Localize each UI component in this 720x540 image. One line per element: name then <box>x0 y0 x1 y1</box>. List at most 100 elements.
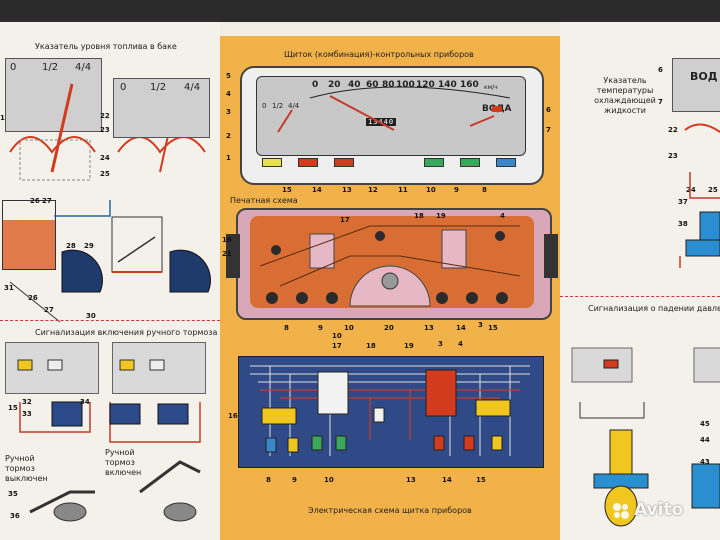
pcb-num-20: 20 <box>384 324 394 332</box>
pcb-num-18: 18 <box>414 212 424 220</box>
temp-num-24: 24 <box>686 186 696 194</box>
speedometer-face <box>256 76 526 156</box>
left-panel: Указатель уровня топлива в баке 0 1/2 4/… <box>0 22 220 540</box>
cl-num-2: 2 <box>226 132 231 140</box>
speedo-140: 140 <box>438 80 457 90</box>
wiring-lines <box>250 365 530 456</box>
wire-num-3: 3 <box>438 340 443 348</box>
wire-num-10b: 10 <box>324 476 334 484</box>
pcb-num-3: 3 <box>478 321 483 329</box>
cluster-needles <box>277 86 511 133</box>
temp-label: ВОД <box>690 70 718 83</box>
pressure-signal-title: Сигнализация о падении давлен <box>588 304 720 313</box>
fuel-num-24: 24 <box>100 154 110 162</box>
indicator-lamp-red-1 <box>298 158 318 167</box>
wire-num-4: 4 <box>458 340 463 348</box>
fuel-scale-full: 4/4 <box>75 62 92 73</box>
wire-num-19: 19 <box>404 342 414 350</box>
wire-num-13b: 13 <box>406 476 416 484</box>
cl-num-8: 8 <box>482 186 487 194</box>
cluster-title: Щиток (комбинация)-контрольных приборов <box>284 50 474 59</box>
indicator-lamp-green-1 <box>424 158 444 167</box>
brake-wiring <box>17 359 201 522</box>
wiring-title: Электрическая схема щитка приборов <box>308 506 472 515</box>
fuel-sender-wiring <box>9 200 211 323</box>
wire-num-15b: 15 <box>476 476 486 484</box>
brake-num-34: 34 <box>80 398 90 406</box>
temp-gauge-caption: Указатель температуры охлаждающей жидкос… <box>594 76 656 115</box>
left-divider <box>0 320 220 322</box>
cl-num-11: 11 <box>398 186 408 194</box>
temp-num-22: 22 <box>668 126 678 134</box>
tank-num-29: 29 <box>84 242 94 250</box>
temp-num-37: 37 <box>678 198 688 206</box>
mini-fuel-0: 0 <box>262 102 267 110</box>
printed-circuit-title: Печатная схема <box>230 196 298 205</box>
mini-fuel-full: 4/4 <box>288 102 300 110</box>
pcb-traces <box>226 216 558 308</box>
right-panel: Указатель температуры охлаждающей жидкос… <box>560 22 720 540</box>
cl-num-10: 10 <box>426 186 436 194</box>
cl-num-5: 5 <box>226 72 231 80</box>
fuel2-scale-0: 0 <box>120 82 127 93</box>
pressure-num-45: 45 <box>700 420 710 428</box>
cl-num-4: 4 <box>226 90 231 98</box>
pcb-num-13: 13 <box>424 324 434 332</box>
cl-num-7: 7 <box>546 126 551 134</box>
speedo-80: 80 <box>382 80 395 90</box>
temp-sensor-drawing <box>571 123 720 527</box>
indicator-lamp-green-2 <box>460 158 480 167</box>
fuel-gauge-title: Указатель уровня топлива в баке <box>35 42 177 51</box>
speedo-60: 60 <box>366 80 379 90</box>
brake-off-caption: Ручной тормоз выключен <box>5 454 48 483</box>
cl-num-12: 12 <box>368 186 378 194</box>
brake-num-15: 15 <box>8 404 18 412</box>
speedo-0: 0 <box>312 80 319 90</box>
mini-fuel-half: 1/2 <box>272 102 284 110</box>
speedo-160: 160 <box>460 80 479 90</box>
temp-gauge-face <box>672 58 720 112</box>
fuel-num-1: 1 <box>0 114 5 122</box>
speedo-unit: км/ч <box>484 84 498 91</box>
fuel2-scale-full: 4/4 <box>184 82 201 93</box>
pcb-num-21: 21 <box>222 250 232 258</box>
temp-num-38: 38 <box>678 220 688 228</box>
temp-num-23: 23 <box>668 152 678 160</box>
brake-num-36: 36 <box>10 512 20 520</box>
center-panel: Щиток (комбинация)-контрольных приборов … <box>220 36 560 540</box>
pcb-num-17: 17 <box>340 216 350 224</box>
fuel-scale-half: 1/2 <box>42 62 59 73</box>
schematic-poster: Указатель уровня топлива в баке 0 1/2 4/… <box>0 22 720 540</box>
indicator-lamp-blue <box>496 158 516 167</box>
wire-num-8b: 8 <box>266 476 271 484</box>
tank-num-28: 28 <box>66 242 76 250</box>
pcb-num-19: 19 <box>436 212 446 220</box>
wire-num-18: 18 <box>366 342 376 350</box>
brake-on-caption: Ручной тормоз включен <box>105 448 142 477</box>
brake-num-35: 35 <box>8 490 18 498</box>
pcb-num-9: 9 <box>318 324 323 332</box>
pcb-num-10: 10 <box>344 324 354 332</box>
pcb-num-8: 8 <box>284 324 289 332</box>
fuel-gauge-2 <box>113 78 210 138</box>
cl-num-14: 14 <box>312 186 322 194</box>
tank-num-26b: 26 <box>28 294 38 302</box>
cl-num-15: 15 <box>282 186 292 194</box>
wire-num-10: 10 <box>332 332 342 340</box>
speedo-100: 100 <box>396 80 415 90</box>
fuel2-scale-half: 1/2 <box>150 82 167 93</box>
cl-num-1: 1 <box>226 154 231 162</box>
temp-num-25: 25 <box>708 186 718 194</box>
indicator-lamp-yellow <box>262 158 282 167</box>
cl-num-6: 6 <box>546 106 551 114</box>
brake-signal-title: Сигнализация включения ручного тормоза - <box>35 328 220 337</box>
temp-num-6: 6 <box>658 66 663 74</box>
pcb-num-4: 4 <box>500 212 505 220</box>
pressure-num-43: 43 <box>700 458 710 466</box>
wire-num-16: 16 <box>228 412 238 420</box>
tank-num-26: 26 <box>30 197 40 205</box>
pcb-num-16: 16 <box>222 236 232 244</box>
temp-num-7: 7 <box>658 98 663 106</box>
indicator-lamp-red-2 <box>334 158 354 167</box>
tank-num-27: 27 <box>42 197 52 205</box>
